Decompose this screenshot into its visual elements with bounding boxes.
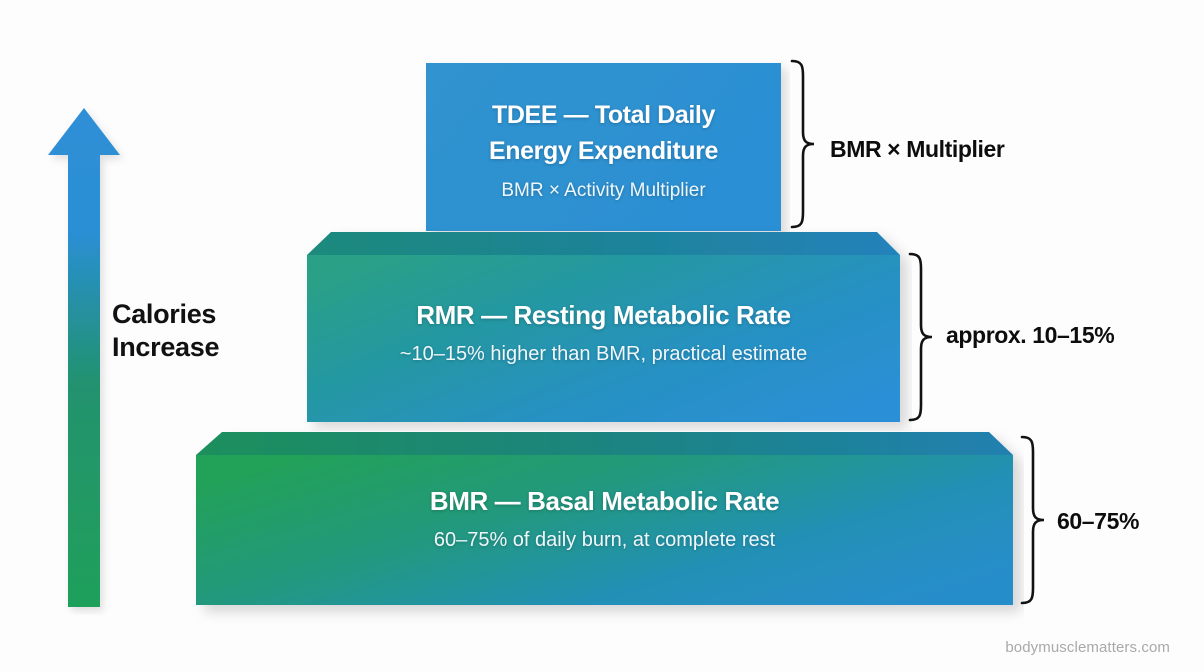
tier-rmr[interactable]: RMR — Resting Metabolic Rate ~10–15% hig… — [300, 226, 912, 431]
annotation-rmr: approx. 10–15% — [946, 322, 1115, 348]
annotation-tdee: BMR × Multiplier — [830, 136, 1005, 162]
brace-bmr-icon — [1020, 434, 1056, 606]
tier-bmr[interactable]: BMR — Basal Metabolic Rate 60–75% of dai… — [188, 426, 1024, 626]
annotation-bmr: 60–75% — [1057, 508, 1140, 534]
calories-label-line2: Increase — [112, 331, 220, 362]
calories-increase-label: Calories Increase — [112, 298, 272, 364]
brace-rmr-icon — [908, 251, 944, 423]
watermark: bodymusclematters.com — [1005, 639, 1170, 656]
up-arrow-icon — [40, 55, 140, 615]
brace-tdee-icon — [790, 58, 826, 230]
tier-tdee[interactable]: TDEE — Total Daily Energy Expenditure BM… — [420, 57, 790, 237]
calories-label-line1: Calories — [112, 299, 217, 329]
